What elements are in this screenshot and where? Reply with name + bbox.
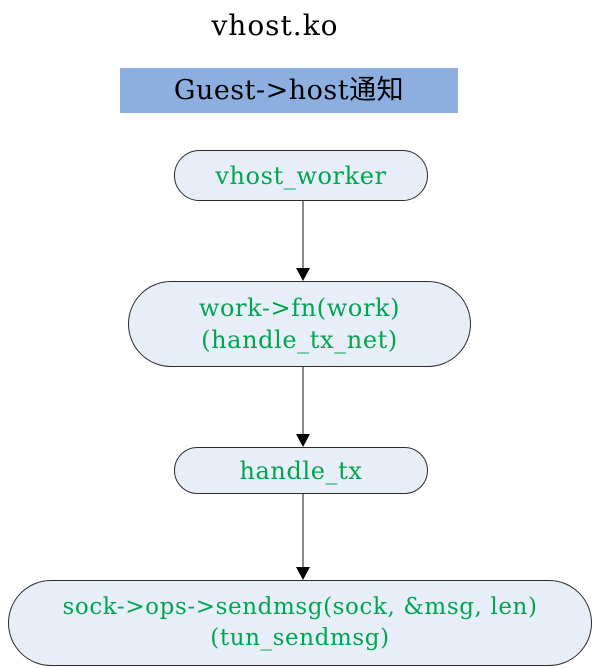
node-label-line-1: sock->ops->sendmsg(sock, &msg, len) — [62, 594, 538, 620]
node-label-line-2: (tun_sendmsg) — [210, 625, 390, 651]
edge-work-fn-to-handle-tx — [296, 367, 310, 447]
section-banner: Guest->host通知 — [120, 68, 458, 113]
node-label-line-2: (handle_tx_net) — [201, 326, 398, 354]
node-sendmsg[interactable]: sock->ops->sendmsg(sock, &msg, len) (tun… — [8, 580, 592, 666]
edge-handle-tx-to-sendmsg — [296, 494, 310, 580]
node-handle-tx[interactable]: handle_tx — [174, 447, 428, 494]
edge-vhost-worker-to-work-fn — [296, 201, 310, 281]
node-label: vhost_worker — [215, 161, 387, 190]
node-label-line-1: work->fn(work) — [198, 294, 401, 322]
node-work-fn[interactable]: work->fn(work) (handle_tx_net) — [128, 281, 471, 367]
node-label: handle_tx — [239, 456, 363, 485]
banner-label: Guest->host通知 — [173, 74, 405, 106]
node-vhost-worker[interactable]: vhost_worker — [174, 150, 428, 201]
page-title: vhost.ko — [211, 9, 339, 42]
